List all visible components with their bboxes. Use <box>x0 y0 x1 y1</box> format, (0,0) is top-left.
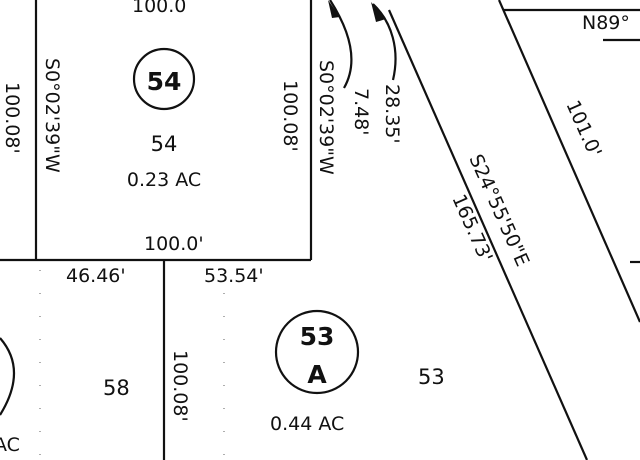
arc-748-arrowhead <box>328 0 340 18</box>
lot-53-circle-label-bottom: A <box>307 360 327 389</box>
lot-54-bottom-length: 100.0' <box>144 233 204 255</box>
arc-748-leader <box>329 0 353 89</box>
lot-54-number: 54 <box>151 132 178 156</box>
lot-54-left-bearing: S0°02'39"W <box>41 58 63 173</box>
lot-58-number: 58 <box>103 376 130 400</box>
arc-2835-leader <box>372 3 397 81</box>
lot-58-curve <box>0 337 16 416</box>
lot-53-area: 0.44 AC <box>270 413 344 435</box>
arc-748-label: 7.48' <box>350 88 372 136</box>
right-lot-diagonal-line <box>497 0 640 323</box>
diagonal-boundary-line <box>387 9 589 460</box>
lot-53-circle <box>274 309 360 395</box>
dotted-easement-lines <box>39 270 225 460</box>
lot-54-right-bearing: S0°02'39"W <box>315 60 337 175</box>
lot-53-left-length: 100.08' <box>169 350 191 422</box>
lot-53-circle-label-top: 53 <box>300 322 335 351</box>
right-lot-length-label: 101.0' <box>561 97 605 160</box>
lot-54-circle <box>132 47 196 111</box>
lot-53-frontage-left: 46.46' <box>66 265 126 287</box>
lot-53-number: 53 <box>418 365 445 389</box>
arc-2835-label: 28.35' <box>381 84 403 144</box>
lot-54-left-length: 100.08' <box>1 82 23 154</box>
bearing-top-right-label: N89° <box>582 12 630 34</box>
arc-2835-arrowhead <box>371 2 386 22</box>
lot-54-area: 0.23 AC <box>127 169 201 191</box>
top-dimension-label: 100.0 <box>132 0 186 17</box>
lot-53-frontage-right: 53.54' <box>204 265 264 287</box>
lot-58-area-partial: AC <box>0 434 20 456</box>
lot-54-circle-label: 54 <box>147 67 182 96</box>
lot-54-right-length: 100.08' <box>279 80 301 152</box>
